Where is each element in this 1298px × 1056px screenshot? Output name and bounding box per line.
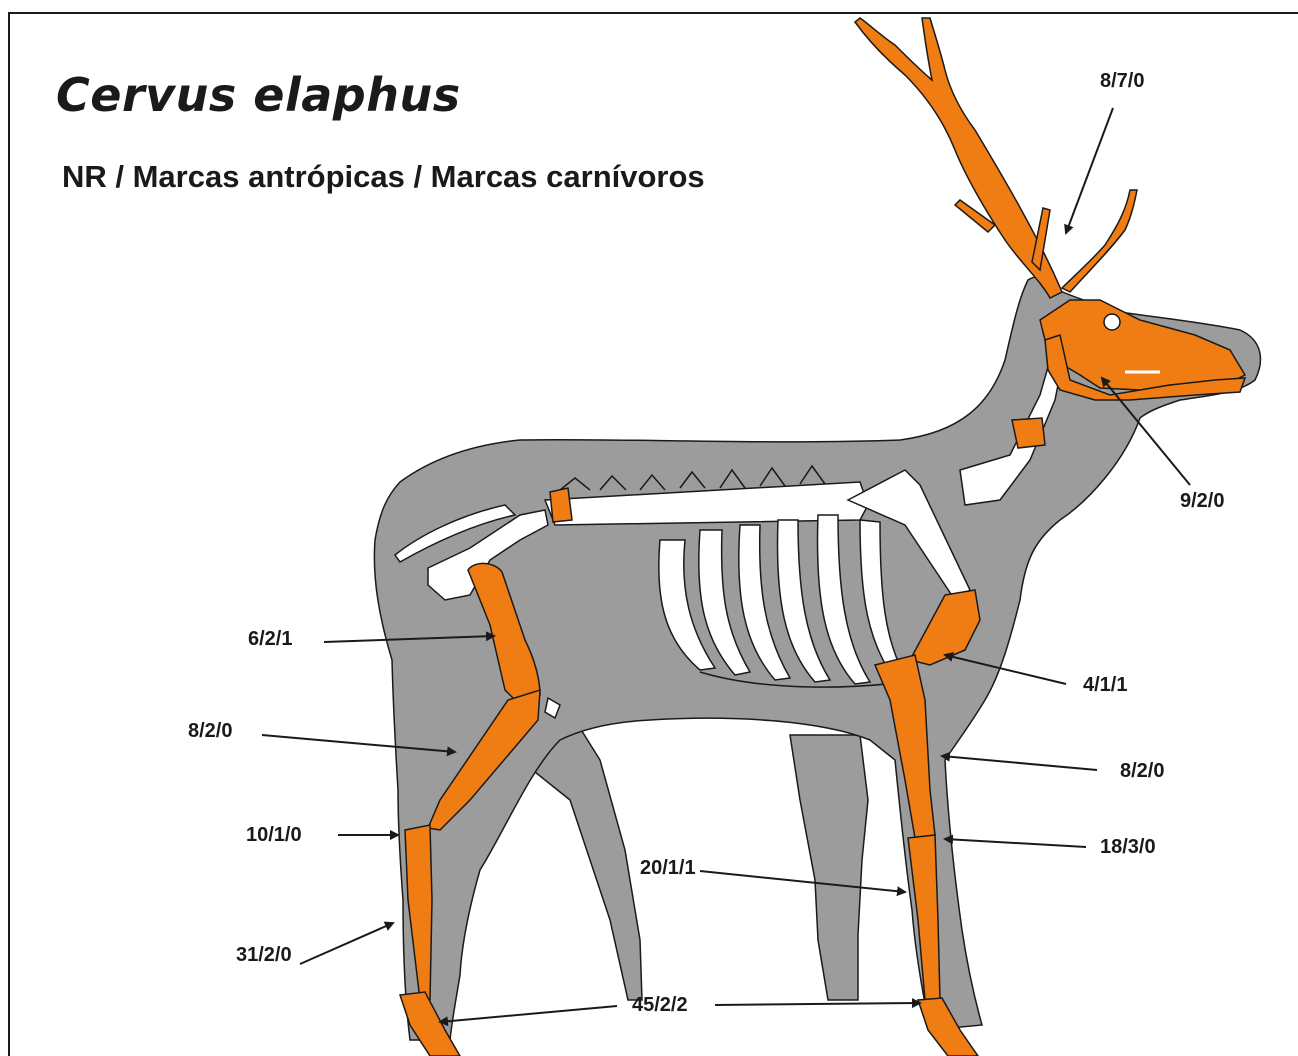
label-phalanges: 45/2/2	[632, 994, 688, 1017]
label-fore-metacarpal: 20/1/1	[640, 857, 696, 880]
eye-socket	[1104, 314, 1120, 330]
label-hind-metatarsal: 31/2/0	[236, 944, 292, 967]
label-hind-tarsal: 10/1/0	[246, 824, 302, 847]
label-humerus: 4/1/1	[1083, 674, 1127, 697]
label-radius-ulna: 8/2/0	[1120, 760, 1164, 783]
label-tibia: 8/2/0	[188, 720, 232, 743]
label-fore-carpal: 18/3/0	[1100, 836, 1156, 859]
label-antler: 8/7/0	[1100, 70, 1144, 93]
label-mandible: 9/2/0	[1180, 490, 1224, 513]
label-femur: 6/2/1	[248, 628, 292, 651]
